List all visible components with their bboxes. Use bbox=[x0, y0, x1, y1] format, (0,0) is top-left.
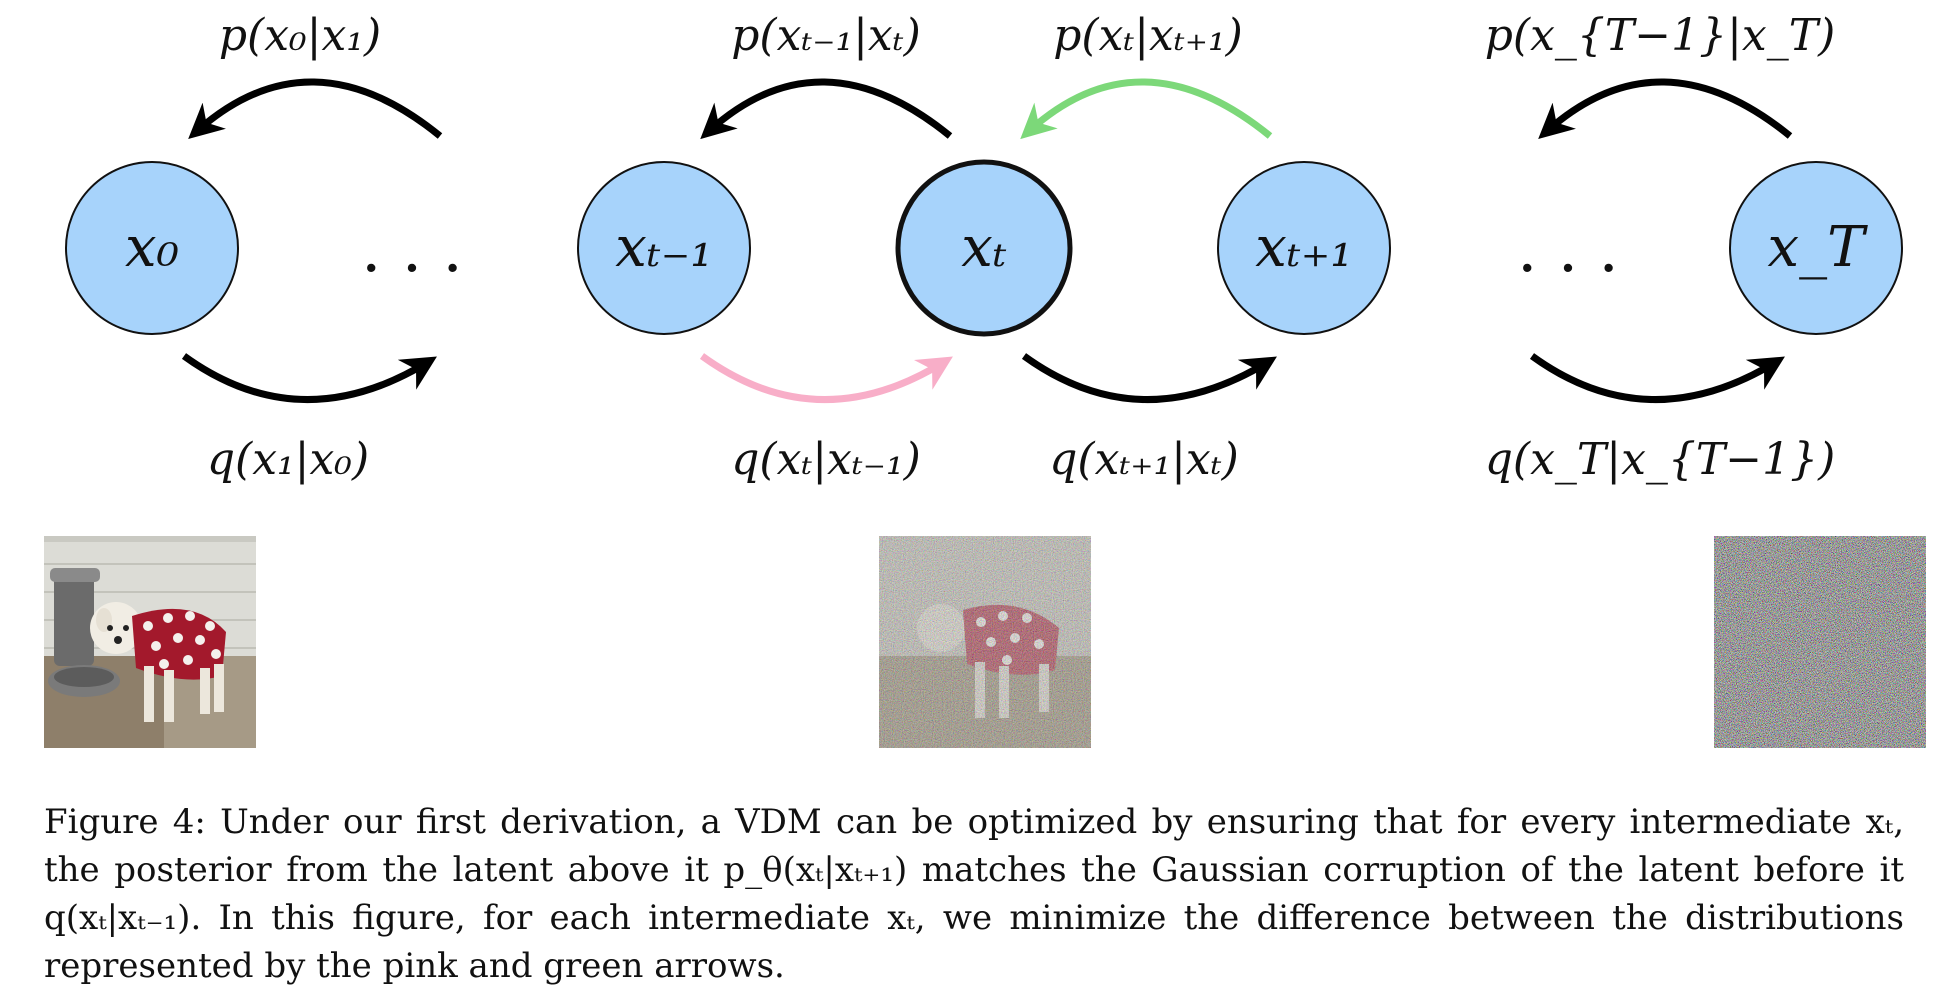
label-p-xt-xtp1: p(xₜ|xₜ₊₁) bbox=[1053, 10, 1243, 61]
caption-text: Under our first derivation, a VDM can be… bbox=[44, 802, 1905, 986]
node-x-T bbox=[1729, 161, 1903, 335]
label-q-xT-xTm1: q(x_T|x_{T−1}) bbox=[1485, 434, 1836, 485]
arrow-q-xt-xtm1 bbox=[699, 353, 953, 404]
node-label-x0: x₀ bbox=[125, 215, 179, 280]
clean-dog-photo bbox=[44, 536, 256, 748]
label-p-xtm1-xt: p(xₜ₋₁|xₜ) bbox=[731, 10, 921, 61]
node-label-x-t-minus-1: xₜ₋₁ bbox=[615, 215, 712, 280]
arrow-p-xTm1-xT bbox=[1538, 78, 1793, 139]
arrow-q-xT-xTm1 bbox=[1529, 353, 1785, 404]
node-x-t bbox=[895, 159, 1073, 337]
arrow-q-x1-x0 bbox=[181, 353, 437, 404]
noisy-dog-photo bbox=[879, 536, 1091, 748]
ellipsis-left: · · · bbox=[361, 232, 463, 306]
figure-caption: Figure 4: Under our first derivation, a … bbox=[44, 798, 1904, 990]
label-q-x1-x0: q(x₁|x₀) bbox=[207, 434, 369, 485]
label-q-xtp1-xt: q(xₜ₊₁|xₜ) bbox=[1049, 434, 1239, 485]
arrow-p-xtm1-xt bbox=[700, 78, 953, 140]
node-x-t-plus-1 bbox=[1217, 161, 1391, 335]
node-label-x-T: x_T bbox=[1768, 215, 1869, 280]
node-x-t-minus-1 bbox=[577, 161, 751, 335]
node-x0 bbox=[65, 161, 239, 335]
arrow-q-xtp1-xt bbox=[1021, 353, 1277, 404]
pure-noise-image bbox=[1714, 536, 1926, 748]
label-p-xTm1-xT: p(x_{T−1}|x_T) bbox=[1485, 10, 1836, 61]
label-p-x0-x1: p(x₀|x₁) bbox=[219, 10, 381, 61]
ellipsis-right: · · · bbox=[1517, 232, 1619, 306]
arrow-p-x0-x1 bbox=[188, 78, 443, 139]
node-label-x-t: xₜ bbox=[961, 215, 1007, 280]
label-q-xt-xtm1: q(xₜ|xₜ₋₁) bbox=[731, 434, 921, 485]
caption-figure-label: Figure 4: bbox=[44, 802, 206, 842]
node-label-x-t-plus-1: xₜ₊₁ bbox=[1255, 215, 1352, 280]
arrow-p-xt-xtp1 bbox=[1020, 78, 1273, 140]
